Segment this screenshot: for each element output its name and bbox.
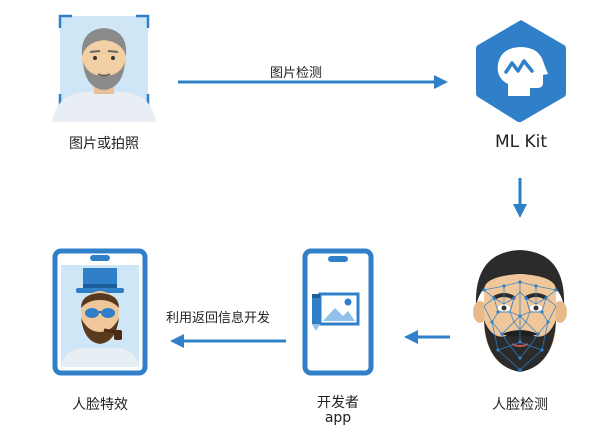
edge-label-use-returned-info: 利用返回信息开发	[166, 311, 271, 326]
face-detection-node	[468, 246, 572, 376]
face-effect-node-label: 人脸特效	[72, 397, 128, 413]
face-effect-node	[52, 248, 148, 376]
developer-app-label-line2: app	[324, 410, 352, 426]
edge-label-image-detection: 图片检测	[270, 66, 323, 81]
mlkit-node	[474, 18, 568, 124]
face-mesh-icon	[473, 250, 567, 372]
developer-app-node	[302, 248, 374, 376]
arrow-right-icon	[178, 75, 448, 89]
phone-face-effect-icon	[52, 248, 148, 376]
arrow-left-icon	[170, 334, 286, 348]
phone-app-icon	[302, 248, 374, 376]
face-detection-node-label: 人脸检测	[492, 397, 548, 413]
arrow-left-icon	[404, 330, 450, 344]
photo-node	[52, 12, 156, 122]
photo-face-icon	[52, 14, 156, 122]
arrow-down-icon	[513, 178, 527, 218]
mlkit-hexagon-icon	[476, 20, 566, 122]
mlkit-node-label: ML Kit	[494, 132, 548, 152]
photo-node-label: 图片或拍照	[69, 136, 139, 152]
developer-app-label-line1: 开发者	[317, 395, 359, 411]
